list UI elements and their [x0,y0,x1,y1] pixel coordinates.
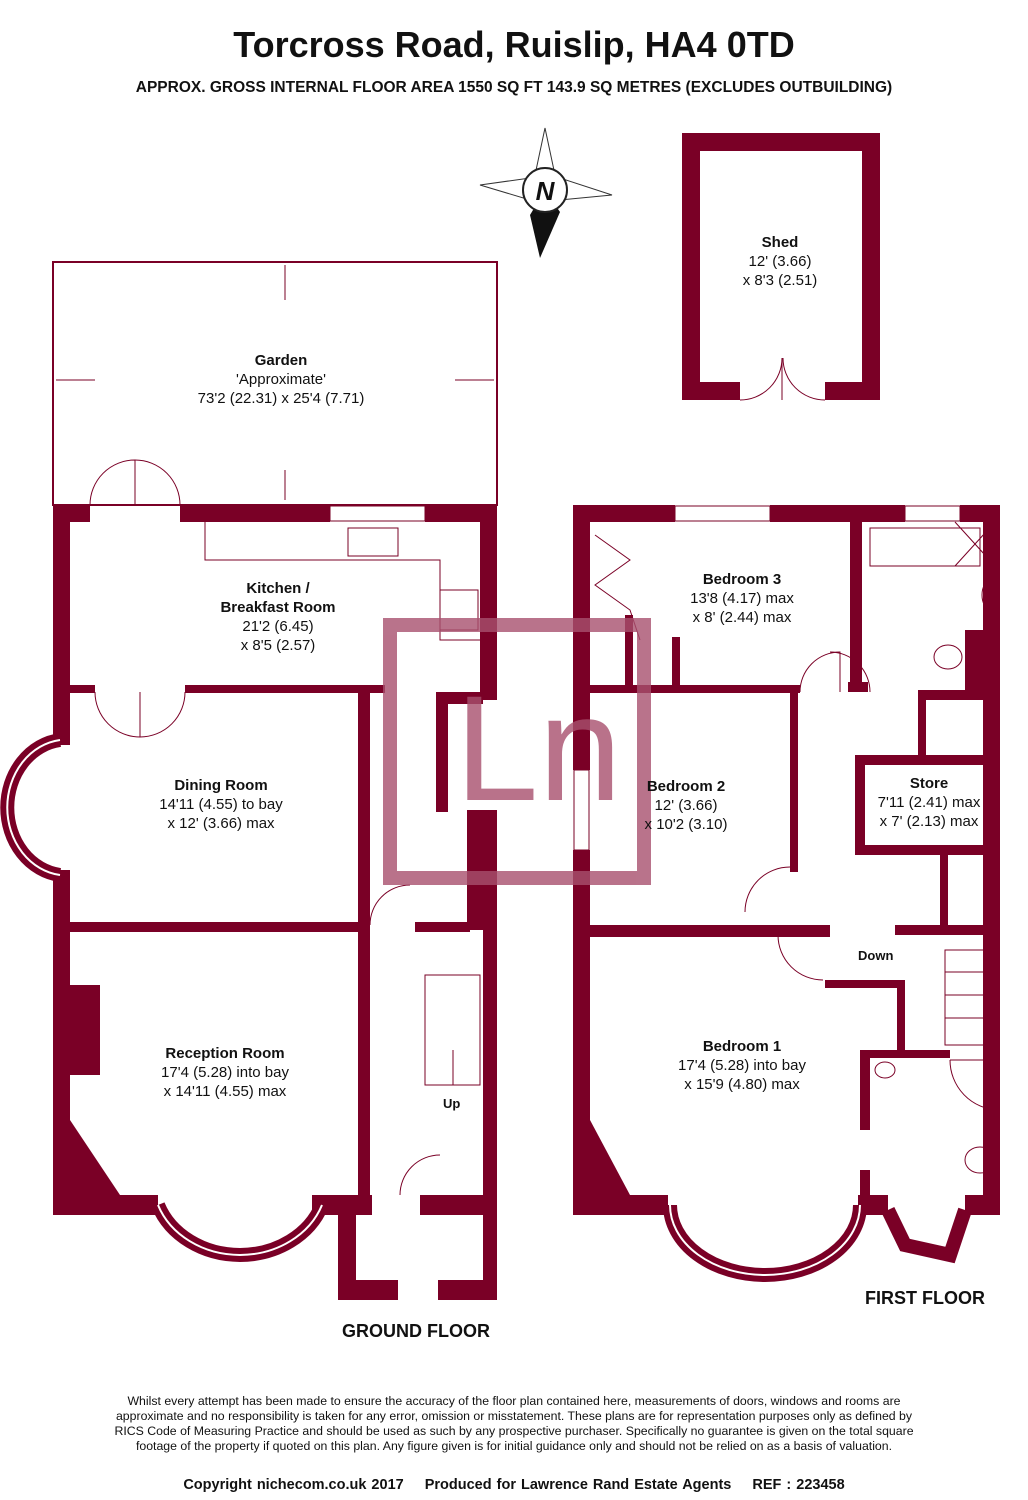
room-dimension: 17'4 (5.28) into bay [161,1064,289,1081]
page-title: Torcross Road, Ruislip, HA4 0TD [233,24,795,65]
room-dimension: x 12' (3.66) max [167,815,275,832]
room-label-reception: Reception Room 17'4 (5.28) into bay x 14… [161,1044,289,1101]
room-name: Breakfast Room [220,599,336,616]
first-floor-label: FIRST FLOOR [865,1288,985,1308]
room-dimension: x 7' (2.13) max [879,813,979,830]
disclaimer: Whilst every attempt has been made to en… [114,1394,914,1453]
room-label-bedroom-1: Bedroom 1 17'4 (5.28) into bay x 15'9 (4… [678,1037,806,1094]
room-dimension: 73'2 (22.31) x 25'4 (7.71) [197,390,365,407]
room-dimension: 21'2 (6.45) [242,618,314,635]
room-dimension: x 8'3 (2.51) [742,272,818,289]
room-name: Bedroom 1 [702,1038,782,1055]
room-dimension: 12' (3.66) [654,797,718,814]
ground-floor-label: GROUND FLOOR [342,1321,490,1341]
watermark-text: Ln [455,664,622,832]
room-dimension: 17'4 (5.28) into bay [678,1057,806,1074]
room-dimension: 12' (3.66) [748,253,812,270]
walls [53,133,1000,1300]
stairs-up-label: Up [443,1096,461,1111]
room-name: Garden [254,352,308,369]
room-label-shed: Shed 12' (3.66) x 8'3 (2.51) [743,233,818,290]
floor-area-subtitle: APPROX. GROSS INTERNAL FLOOR AREA 1550 S… [135,79,893,96]
room-name: Bedroom 3 [702,571,782,588]
room-label-bedroom-3: Bedroom 3 13'8 (4.17) max x 8' (2.44) ma… [690,570,794,627]
room-note: 'Approximate' [236,371,326,388]
room-dimension: 7'11 (2.41) max [877,794,981,811]
watermark-logo: Ln [383,618,651,885]
fixtures [52,261,999,1196]
room-label-dining: Dining Room 14'11 (4.55) to bay x 12' (3… [159,776,283,833]
room-name: Store [909,775,949,792]
room-name: Reception Room [165,1045,285,1062]
room-dimension: x 10'2 (3.10) [644,816,728,833]
room-name: Dining Room [174,777,268,794]
room-label-garden: Garden 'Approximate' 73'2 (22.31) x 25'4… [198,351,365,408]
room-dimension: x 8' (2.44) max [692,609,792,626]
bay-windows [0,733,972,1282]
room-dimension: x 8'5 (2.57) [240,637,316,654]
room-dimension: 13'8 (4.17) max [690,590,794,607]
room-name: Kitchen / [246,580,310,597]
room-dimension: 14'11 (4.55) to bay [159,796,283,813]
room-name: Bedroom 2 [646,778,726,795]
room-label-bedroom-2: Bedroom 2 12' (3.66) x 10'2 (3.10) [645,777,728,834]
room-dimension: x 14'11 (4.55) max [163,1083,287,1100]
compass-icon: N [479,127,613,258]
footer-credits: Copyright nichecom.co.uk 2017 Produced f… [0,1477,1028,1493]
room-dimension: x 15'9 (4.80) max [684,1076,800,1093]
reference: REF : 223458 [752,1477,845,1493]
produced-for: Produced for Lawrence Rand Estate Agents [424,1477,732,1493]
room-label-kitchen: Kitchen / Breakfast Room 21'2 (6.45) x 8… [220,579,335,655]
copyright: Copyright nichecom.co.uk 2017 [183,1477,404,1493]
compass-north-label: N [536,176,556,206]
room-name: Shed [761,234,799,251]
room-label-store: Store 7'11 (2.41) max x 7' (2.13) max [878,774,981,831]
stairs-down-label: Down [858,948,894,963]
